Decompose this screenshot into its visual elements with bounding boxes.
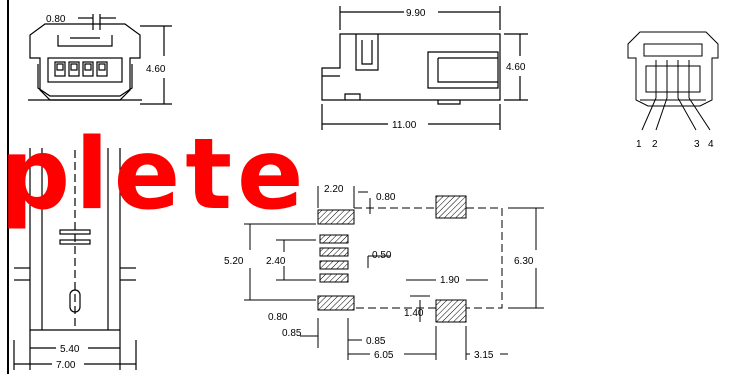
dim-6-30: 6.30 [514, 256, 534, 267]
pin-label-3: 3 [694, 139, 700, 150]
dim-7-00: 7.00 [56, 360, 76, 371]
pin-view [627, 31, 719, 131]
side-view [321, 6, 528, 130]
dim-5-20: 5.20 [224, 256, 244, 267]
dim-0-80-front: 0.80 [46, 14, 66, 25]
pin-label-1: 1 [636, 139, 642, 150]
footprint-dimensions [244, 186, 544, 360]
dim-3-15: 3.15 [474, 350, 494, 361]
dim-4-60-side: 4.60 [506, 62, 526, 73]
dim-0-80-top: 0.80 [376, 192, 396, 203]
dim-5-40: 5.40 [60, 344, 80, 355]
dim-0-85-a: 0.85 [282, 328, 302, 339]
dim-9-90-side: 9.90 [406, 8, 426, 19]
dim-6-05: 6.05 [374, 350, 394, 361]
dim-11-00-side: 11.00 [392, 120, 417, 131]
obsolete-stamp: plete [0, 120, 309, 230]
pin-label-2: 2 [652, 139, 658, 150]
dim-0-80-left: 0.80 [268, 312, 288, 323]
dim-1-90: 1.90 [440, 275, 460, 286]
dim-1-40: 1.40 [404, 308, 424, 319]
dim-4-60-front: 4.60 [146, 64, 166, 75]
dim-2-40: 2.40 [266, 256, 286, 267]
dim-0-50: 0.50 [372, 250, 392, 261]
footprint [317, 195, 503, 323]
pin-label-4: 4 [708, 139, 714, 150]
bottom-view [13, 148, 137, 370]
dim-0-85-b: 0.85 [366, 336, 386, 347]
front-view [28, 14, 172, 105]
dim-2-20: 2.20 [324, 184, 344, 195]
